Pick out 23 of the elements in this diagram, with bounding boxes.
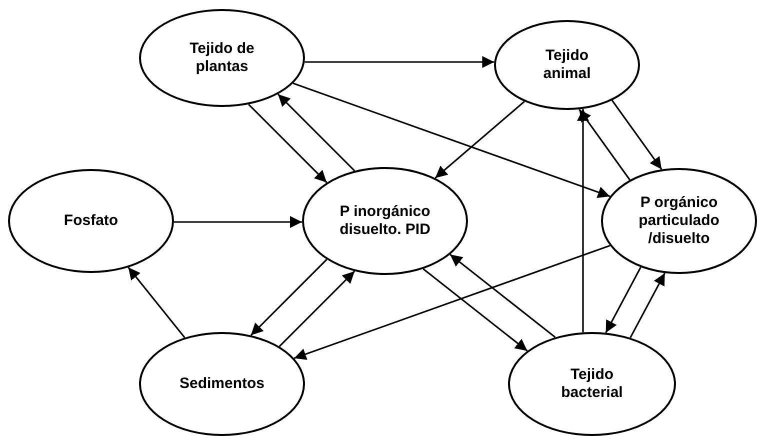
arrow bbox=[605, 266, 642, 334]
node-label: Tejido de plantas bbox=[188, 40, 256, 76]
arrow bbox=[174, 216, 302, 228]
node-label: Fosfato bbox=[62, 212, 120, 230]
node-label: Tejido bacterial bbox=[560, 366, 624, 402]
arrow bbox=[630, 272, 666, 338]
arrow bbox=[577, 108, 589, 332]
arrow bbox=[422, 268, 528, 352]
arrow bbox=[434, 100, 525, 179]
arrow bbox=[250, 258, 328, 336]
arrow bbox=[578, 108, 630, 180]
node-label: Tejido animal bbox=[542, 47, 592, 83]
arrow bbox=[292, 82, 610, 198]
arrow bbox=[128, 266, 186, 338]
arrow bbox=[450, 254, 556, 338]
arrow bbox=[304, 56, 494, 68]
node-label: P orgánico particulado /disuelto bbox=[638, 194, 720, 248]
arrow bbox=[277, 94, 356, 172]
node-label: P inorgánico disuelto. PID bbox=[338, 203, 432, 239]
arrow bbox=[294, 244, 610, 360]
arrow bbox=[278, 270, 356, 347]
arrow bbox=[611, 100, 662, 170]
node-label: Sedimentos bbox=[178, 375, 266, 393]
